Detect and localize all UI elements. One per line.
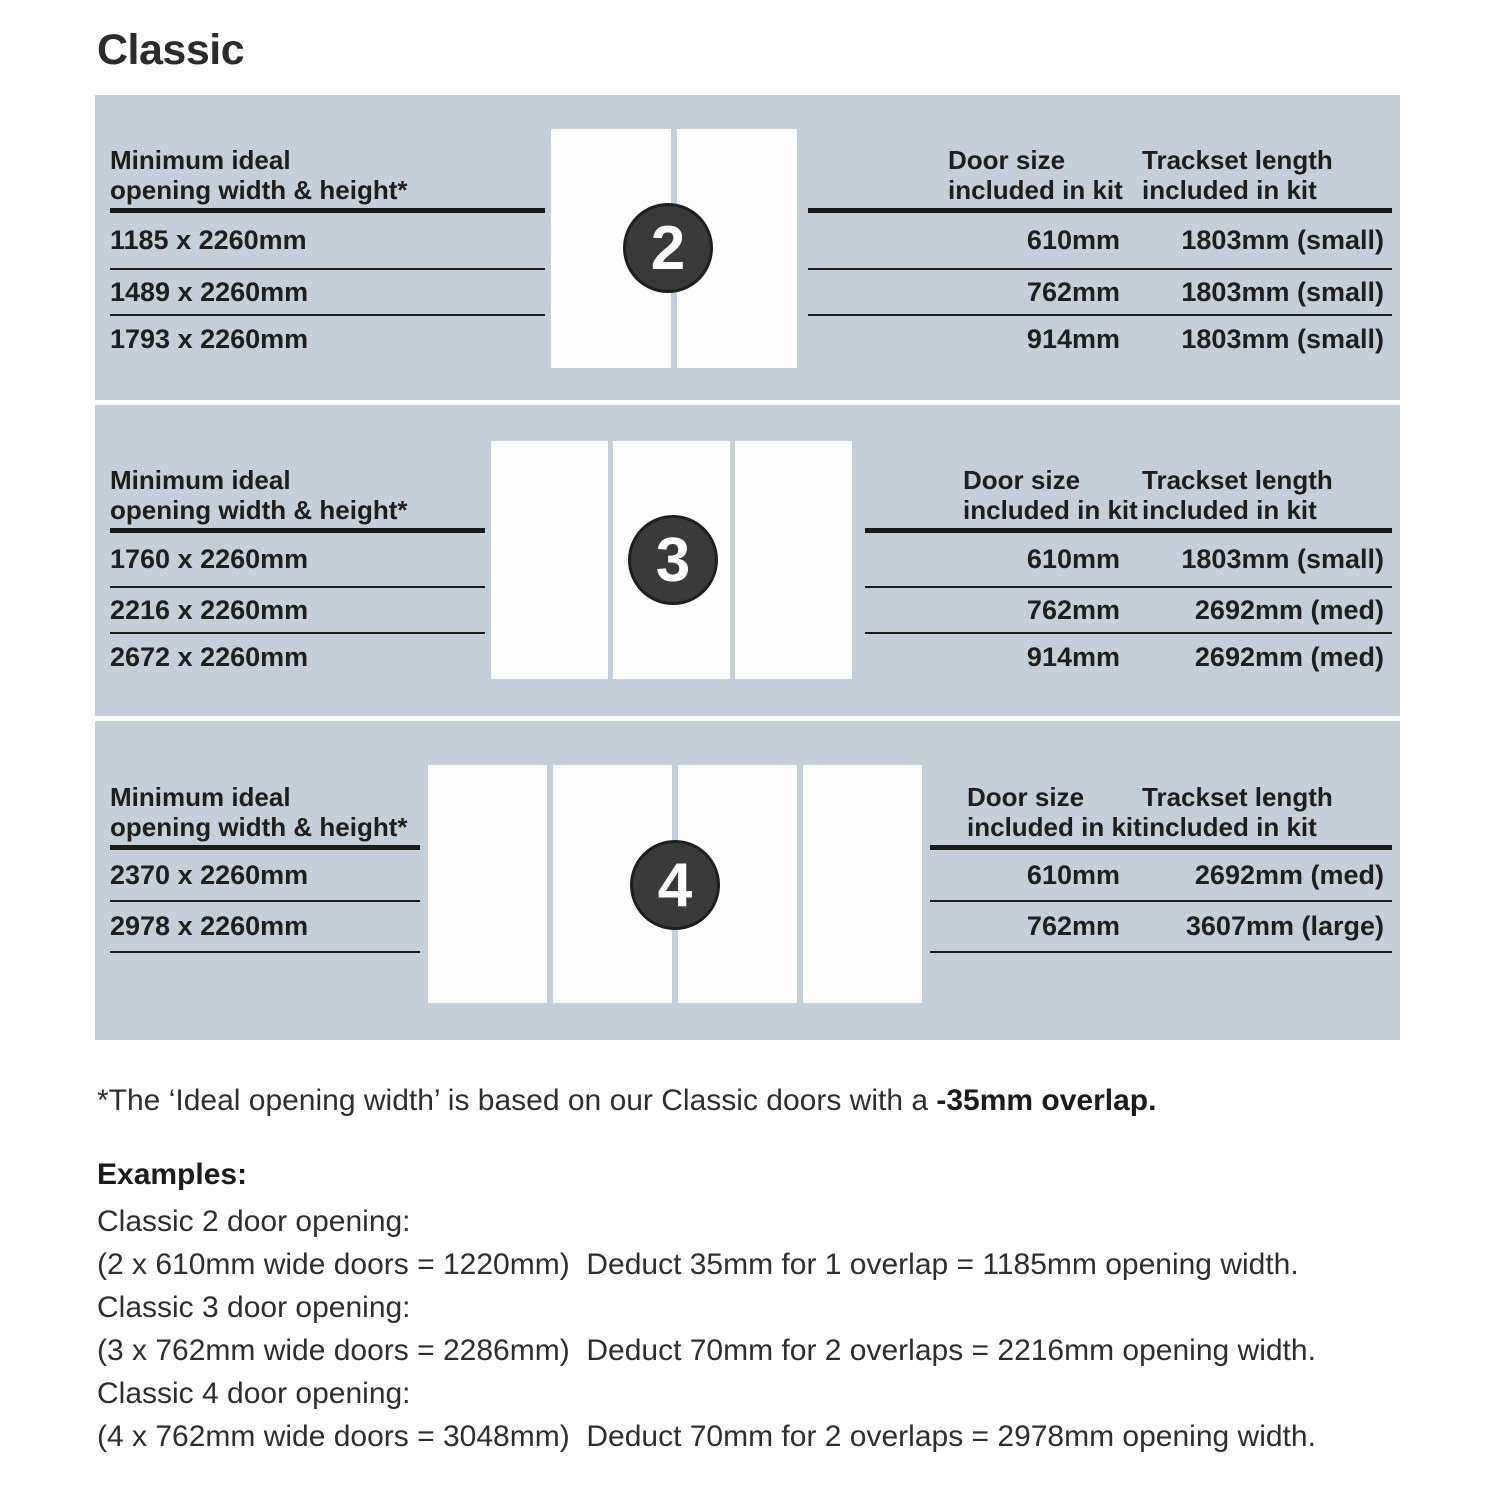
table-row: 1185 x 2260mm bbox=[110, 213, 545, 270]
trackset-header-line2: included in kit bbox=[1142, 495, 1317, 525]
example-detail: (2 x 610mm wide doors = 1220mm) Deduct 3… bbox=[97, 1248, 1299, 1281]
door-size-header-line1: Door size bbox=[948, 145, 1066, 175]
kit-table-header: Door size included in kit Trackset lengt… bbox=[808, 145, 1392, 213]
opening-size-header: Minimum ideal opening width & height* bbox=[110, 782, 420, 850]
kit-table-header: Door size included in kit Trackset lengt… bbox=[930, 782, 1392, 850]
example-label: Classic 2 door opening: bbox=[97, 1205, 411, 1238]
table-row: 762mm 2692mm (med) bbox=[865, 588, 1392, 634]
trackset-value: 1803mm (small) bbox=[1181, 544, 1384, 574]
panel-4-door: Minimum ideal opening width & height* 23… bbox=[95, 721, 1400, 1040]
door-size-value: 610mm bbox=[1026, 859, 1120, 890]
opening-size-header: Minimum ideal opening width & height* bbox=[110, 145, 545, 213]
door-size-header: Door size included in kit bbox=[865, 465, 1142, 525]
table-row: 610mm 1803mm (small) bbox=[865, 533, 1392, 588]
door-count-badge: 4 bbox=[630, 840, 720, 930]
door-size-header-line2: included in kit bbox=[963, 495, 1138, 525]
door-size-header-line2: included in kit bbox=[967, 812, 1142, 842]
table-row: 1760 x 2260mm bbox=[110, 533, 485, 588]
panel-divider bbox=[95, 716, 1400, 721]
trackset-header: Trackset length included in kit bbox=[1142, 145, 1392, 205]
table-row: 2370 x 2260mm bbox=[110, 850, 420, 902]
door-leaf bbox=[428, 765, 547, 1003]
door-count-badge: 3 bbox=[628, 515, 718, 605]
trackset-header-line2: included in kit bbox=[1142, 812, 1317, 842]
opening-size-table: Minimum ideal opening width & height* 11… bbox=[110, 145, 545, 362]
door-illustration-4 bbox=[428, 765, 922, 1003]
trackset-header-line1: Trackset length bbox=[1142, 782, 1333, 812]
trackset-header-line1: Trackset length bbox=[1142, 465, 1333, 495]
opening-header-line1: Minimum ideal bbox=[110, 465, 291, 495]
door-size-header: Door size included in kit bbox=[808, 145, 1142, 205]
overlap-footnote: *The ‘Ideal opening width’ is based on o… bbox=[97, 1084, 1156, 1118]
examples-list: Classic 2 door opening: (2 x 610mm wide … bbox=[97, 1200, 1316, 1458]
kit-table: Door size included in kit Trackset lengt… bbox=[930, 782, 1392, 953]
opening-size-table: Minimum ideal opening width & height* 17… bbox=[110, 465, 485, 680]
trackset-header: Trackset length included in kit bbox=[1142, 465, 1392, 525]
door-size-value: 762mm bbox=[1026, 594, 1120, 625]
door-leaf bbox=[491, 441, 608, 679]
opening-header-line1: Minimum ideal bbox=[110, 782, 291, 812]
trackset-header-line1: Trackset length bbox=[1142, 145, 1333, 175]
door-size-header-line1: Door size bbox=[967, 782, 1085, 812]
opening-header-line2: opening width & height* bbox=[110, 812, 408, 842]
door-leaf bbox=[735, 441, 852, 679]
table-row: 2978 x 2260mm bbox=[110, 902, 420, 953]
opening-header-line1: Minimum ideal bbox=[110, 145, 291, 175]
table-row: 610mm 1803mm (small) bbox=[808, 213, 1392, 270]
door-size-header-line1: Door size bbox=[963, 465, 1081, 495]
door-size-value: 762mm bbox=[1026, 911, 1120, 941]
table-row: 762mm 3607mm (large) bbox=[930, 902, 1392, 953]
spec-board: Minimum ideal opening width & height* 11… bbox=[95, 95, 1400, 1040]
footnote-bold-text: -35mm overlap. bbox=[936, 1084, 1157, 1117]
example-label: Classic 3 door opening: bbox=[97, 1291, 411, 1324]
trackset-header-line2: included in kit bbox=[1142, 175, 1317, 205]
table-row: 914mm 1803mm (small) bbox=[808, 316, 1392, 362]
table-row: 2672 x 2260mm bbox=[110, 641, 309, 672]
table-row: 762mm 1803mm (small) bbox=[808, 270, 1392, 316]
table-row: 1793 x 2260mm bbox=[110, 323, 309, 354]
door-size-value: 610mm bbox=[1026, 225, 1120, 255]
kit-table: Door size included in kit Trackset lengt… bbox=[865, 465, 1392, 680]
door-size-value: 914mm bbox=[1026, 323, 1120, 354]
trackset-value: 1803mm (small) bbox=[1181, 225, 1384, 255]
panel-3-door: Minimum ideal opening width & height* 17… bbox=[95, 405, 1400, 716]
opening-header-line2: opening width & height* bbox=[110, 175, 408, 205]
door-size-header-line2: included in kit bbox=[948, 175, 1123, 205]
trackset-value: 2692mm (med) bbox=[1194, 641, 1384, 672]
opening-size-header: Minimum ideal opening width & height* bbox=[110, 465, 485, 533]
trackset-value: 3607mm (large) bbox=[1185, 911, 1384, 941]
kit-table: Door size included in kit Trackset lengt… bbox=[808, 145, 1392, 362]
door-leaf bbox=[803, 765, 922, 1003]
table-row: 610mm 2692mm (med) bbox=[930, 850, 1392, 902]
door-size-value: 762mm bbox=[1026, 276, 1120, 307]
opening-size-table: Minimum ideal opening width & height* 23… bbox=[110, 782, 420, 953]
door-size-value: 610mm bbox=[1026, 544, 1120, 574]
trackset-value: 2692mm (med) bbox=[1194, 859, 1384, 890]
door-count-badge: 2 bbox=[623, 203, 713, 293]
trackset-value: 2692mm (med) bbox=[1194, 594, 1384, 625]
panel-2-door: Minimum ideal opening width & height* 11… bbox=[95, 95, 1400, 400]
table-row: 1489 x 2260mm bbox=[110, 270, 545, 316]
door-size-value: 914mm bbox=[1026, 641, 1120, 672]
table-row: 2216 x 2260mm bbox=[110, 588, 485, 634]
panel-divider bbox=[95, 400, 1400, 405]
example-detail: (3 x 762mm wide doors = 2286mm) Deduct 7… bbox=[97, 1334, 1316, 1367]
trackset-value: 1803mm (small) bbox=[1181, 323, 1384, 354]
table-row: 914mm 2692mm (med) bbox=[865, 634, 1392, 680]
trackset-value: 1803mm (small) bbox=[1181, 276, 1384, 307]
kit-table-header: Door size included in kit Trackset lengt… bbox=[865, 465, 1392, 533]
example-label: Classic 4 door opening: bbox=[97, 1377, 411, 1410]
trackset-header: Trackset length included in kit bbox=[1142, 782, 1392, 842]
opening-header-line2: opening width & height* bbox=[110, 495, 408, 525]
page-title: Classic bbox=[97, 26, 245, 74]
footnote-text: *The ‘Ideal opening width’ is based on o… bbox=[97, 1084, 937, 1117]
examples-heading: Examples: bbox=[97, 1158, 248, 1191]
example-detail: (4 x 762mm wide doors = 3048mm) Deduct 7… bbox=[97, 1420, 1316, 1453]
door-size-header: Door size included in kit bbox=[930, 782, 1142, 842]
